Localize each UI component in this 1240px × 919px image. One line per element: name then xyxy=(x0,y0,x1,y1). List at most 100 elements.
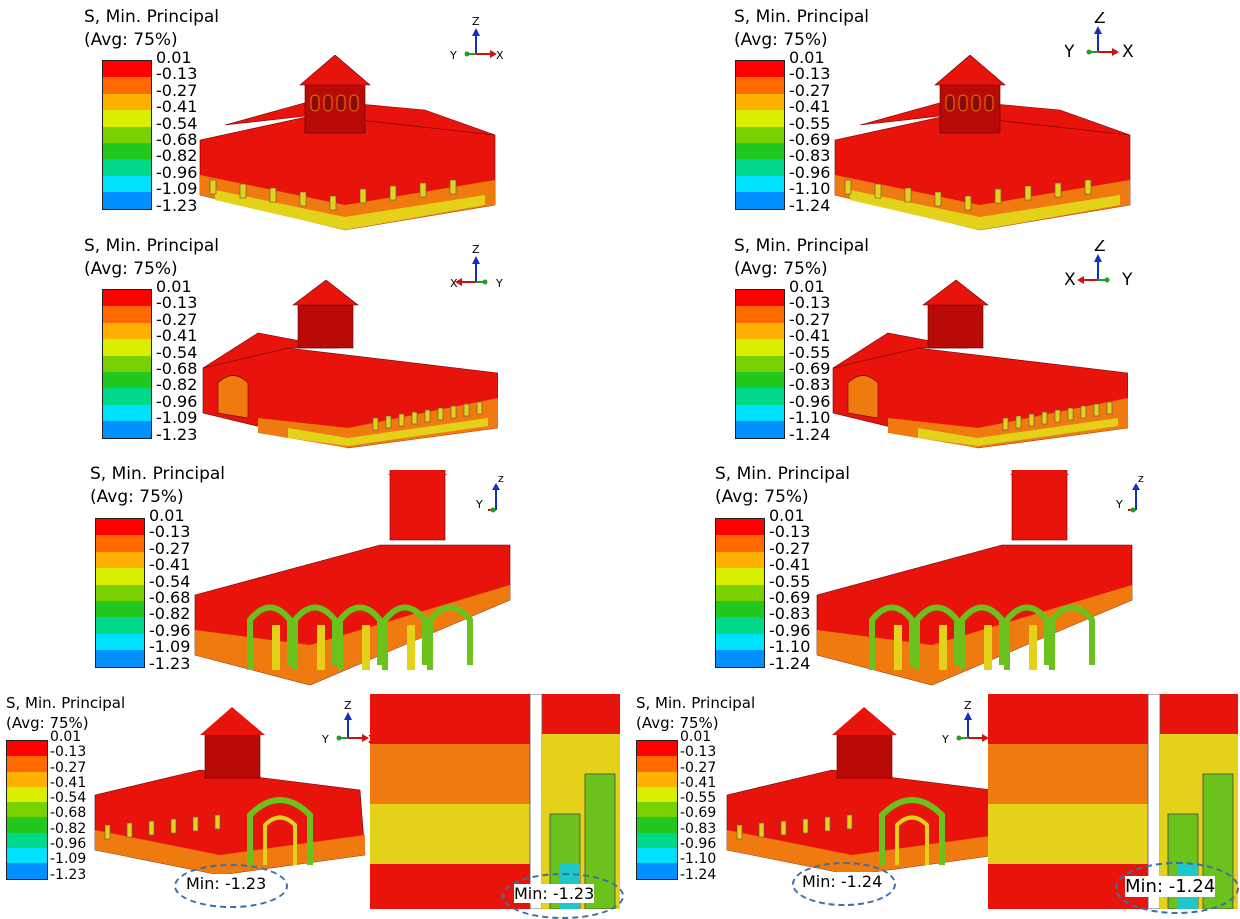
z-arrow-icon xyxy=(472,256,480,264)
legend-color-bar xyxy=(102,60,152,210)
tower-roof xyxy=(934,54,1006,86)
legend-swatch xyxy=(637,741,677,757)
nave-arch xyxy=(914,604,960,670)
legend-tick-label: 0.01 xyxy=(50,729,82,745)
legend-swatch xyxy=(736,339,784,356)
legend-tick-label: -1.09 xyxy=(149,637,191,657)
legend-tick-label: -0.41 xyxy=(149,555,191,575)
nave-arch xyxy=(1049,604,1095,670)
tower-window xyxy=(958,94,968,112)
legend-swatch xyxy=(103,93,151,111)
legend-title: S, Min. Principal xyxy=(6,694,126,712)
legend-swatch xyxy=(637,756,677,772)
legend-swatch xyxy=(736,142,784,160)
legend-subtitle: (Avg: 75%) xyxy=(84,259,178,279)
legend-title: S, Min. Principal xyxy=(84,7,220,27)
window xyxy=(736,824,743,840)
legend-swatch xyxy=(96,650,144,667)
legend-tick-label: 0.01 xyxy=(156,277,192,296)
tower-roof xyxy=(299,54,371,86)
axis-label-left: X xyxy=(1065,270,1076,290)
legend-color-bar xyxy=(6,740,48,880)
legend-tick-label: -1.10 xyxy=(680,851,717,868)
window xyxy=(411,411,418,425)
legend-swatch xyxy=(637,802,677,818)
origin-dot xyxy=(490,507,496,513)
legend-swatch xyxy=(736,192,784,209)
legend-tick-label: -0.68 xyxy=(156,358,198,378)
legend-tick-label: -0.41 xyxy=(680,774,717,791)
model-render-svg xyxy=(202,279,499,449)
legend-swatch xyxy=(103,142,151,160)
stress-band-yellow xyxy=(918,418,1118,446)
tower-window xyxy=(323,94,333,112)
z-arrow-icon xyxy=(964,712,972,720)
pillar xyxy=(1029,625,1037,670)
axis-label-right: X xyxy=(1122,42,1134,62)
legend-swatch xyxy=(716,535,764,552)
legend-tick-label: -0.54 xyxy=(149,571,191,591)
tower-roof xyxy=(292,279,359,306)
window xyxy=(449,179,457,195)
x-arrow-icon xyxy=(1077,276,1084,284)
legend-title: S, Min. Principal xyxy=(715,464,851,484)
legend-swatch xyxy=(716,650,764,667)
y-dot xyxy=(336,735,342,741)
legend-tick-label: -0.41 xyxy=(156,97,198,117)
window xyxy=(1028,413,1035,427)
model-render-svg xyxy=(988,693,1238,910)
legend-tick-label: -1.24 xyxy=(789,195,831,215)
window xyxy=(964,195,972,211)
church-model-exterior-view xyxy=(830,54,1140,239)
model-render-svg xyxy=(832,279,1129,449)
legend-tick-label: -0.82 xyxy=(156,146,198,166)
legend-tick-label: -0.55 xyxy=(789,113,831,133)
legend-tick-label: -0.69 xyxy=(789,129,831,149)
legend-swatch xyxy=(637,786,677,803)
legend-swatch xyxy=(736,93,784,111)
window xyxy=(1002,417,1009,431)
window xyxy=(398,413,405,427)
church-model-section-view xyxy=(190,450,520,694)
x-arrow-icon xyxy=(362,734,369,742)
legend-title: S, Min. Principal xyxy=(734,7,870,27)
legend-swatch xyxy=(103,322,151,340)
min-value-label: Min: -1.23 xyxy=(514,884,595,903)
nave-arch xyxy=(959,604,1005,670)
legend-tick-label: 0.01 xyxy=(789,277,825,296)
legend-tick-label: -0.82 xyxy=(50,820,87,837)
axis-label-left: Y xyxy=(449,49,457,62)
window xyxy=(148,820,155,836)
window xyxy=(994,188,1002,204)
legend-tick-label: -0.13 xyxy=(789,293,831,313)
legend-tick-label: -0.13 xyxy=(156,64,198,84)
legend-swatch xyxy=(7,832,47,849)
window xyxy=(846,814,853,830)
model-render-svg xyxy=(199,54,496,231)
legend-tick-label: -0.96 xyxy=(789,391,831,411)
legend-tick-label: -1.10 xyxy=(769,637,811,657)
legend-tick-label: -0.13 xyxy=(50,744,87,761)
window xyxy=(239,183,247,199)
legend-subtitle: (Avg: 75%) xyxy=(734,30,828,50)
legend-swatch xyxy=(736,371,784,389)
legend-swatch xyxy=(103,175,151,193)
legend-color-bar xyxy=(102,289,152,439)
legend-tick-label: -1.23 xyxy=(50,866,87,883)
church-model-cutaway-view xyxy=(90,705,370,879)
legend-tick-label: -0.96 xyxy=(156,391,198,411)
legend-swatch xyxy=(103,306,151,323)
legend-swatch xyxy=(103,421,151,438)
legend-swatch xyxy=(736,322,784,340)
legend-tick-label: -0.13 xyxy=(156,293,198,313)
legend-title: S, Min. Principal xyxy=(734,236,870,256)
axis-label-left: Y xyxy=(941,733,949,746)
legend-swatch xyxy=(7,786,47,803)
legend-tick-label: -0.13 xyxy=(769,522,811,542)
legend-swatch xyxy=(7,802,47,818)
z-arrow-icon xyxy=(1094,26,1102,34)
legend-tick-label: -0.55 xyxy=(769,571,811,591)
window xyxy=(780,820,787,836)
